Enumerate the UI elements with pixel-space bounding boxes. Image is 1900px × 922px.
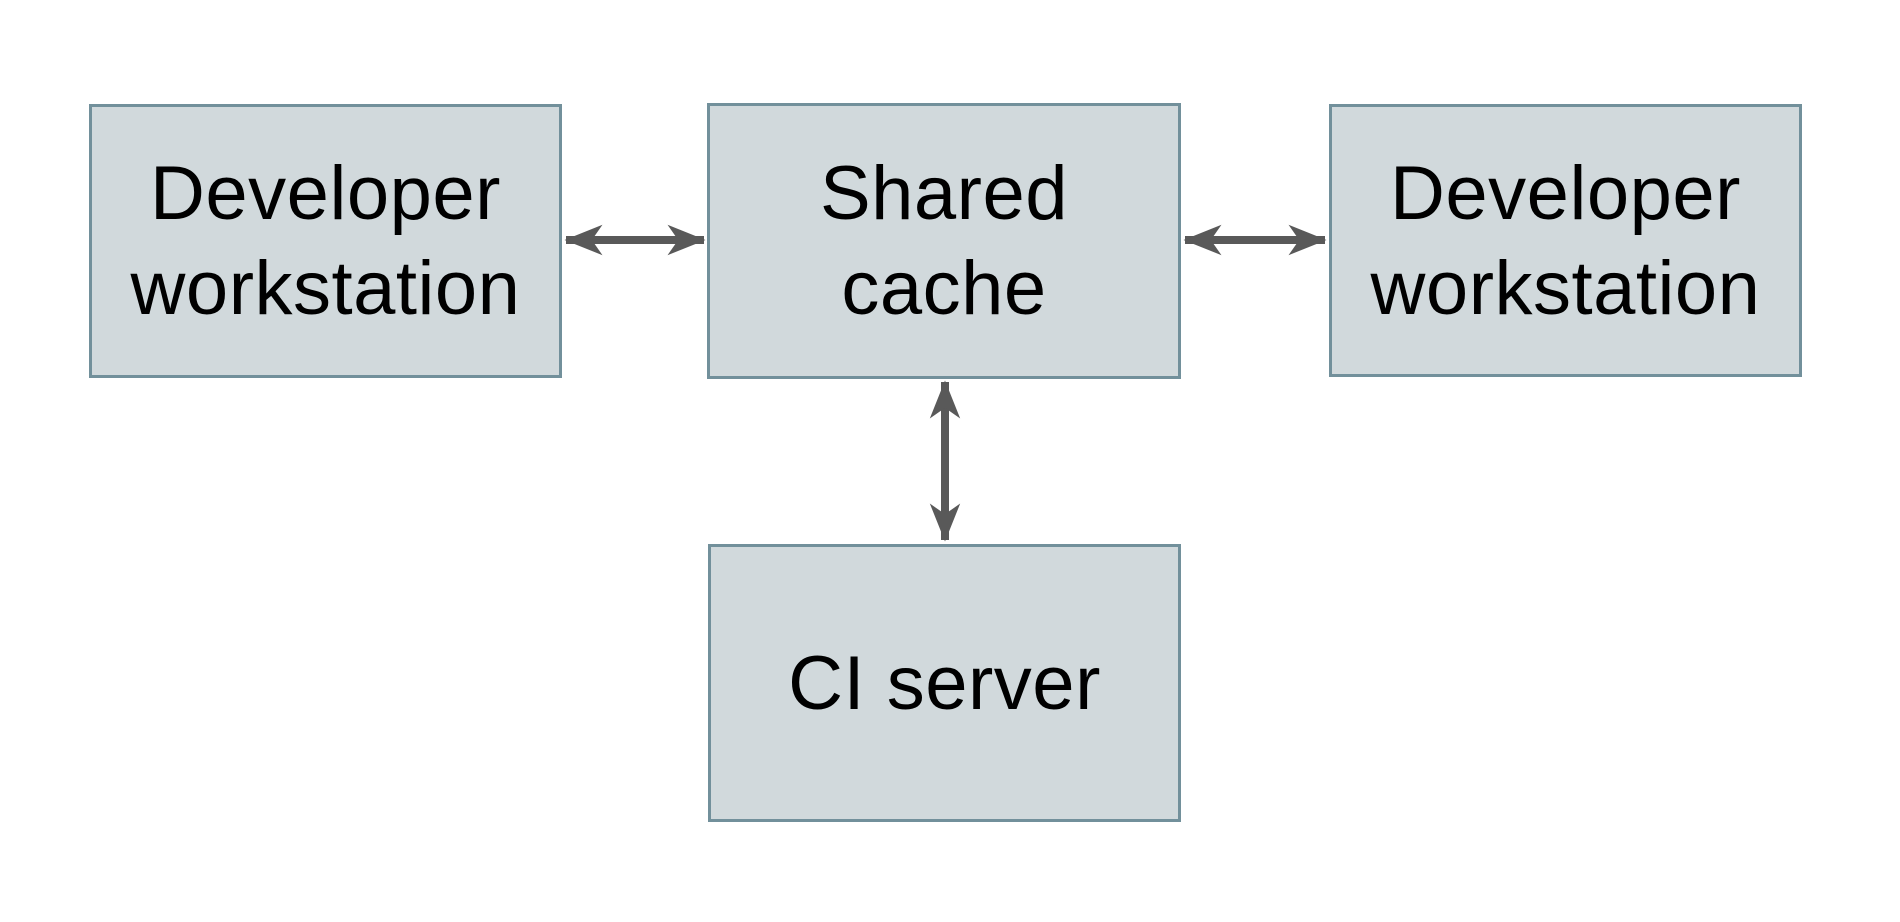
node-shared-cache: Shared cache <box>707 103 1181 379</box>
node-label-line: Developer <box>1390 150 1741 236</box>
node-label-line: cache <box>841 246 1047 331</box>
node-ci-server: CI server <box>708 544 1181 822</box>
node-label-line: workstation <box>130 246 521 331</box>
node-label-line: workstation <box>1370 245 1761 331</box>
node-developer-workstation-right: Developer workstation <box>1329 104 1802 377</box>
node-label-line: Developer <box>150 151 501 236</box>
node-label-line: CI server <box>788 640 1101 726</box>
node-label-line: Shared <box>819 151 1069 236</box>
node-developer-workstation-left: Developer workstation <box>89 104 562 378</box>
